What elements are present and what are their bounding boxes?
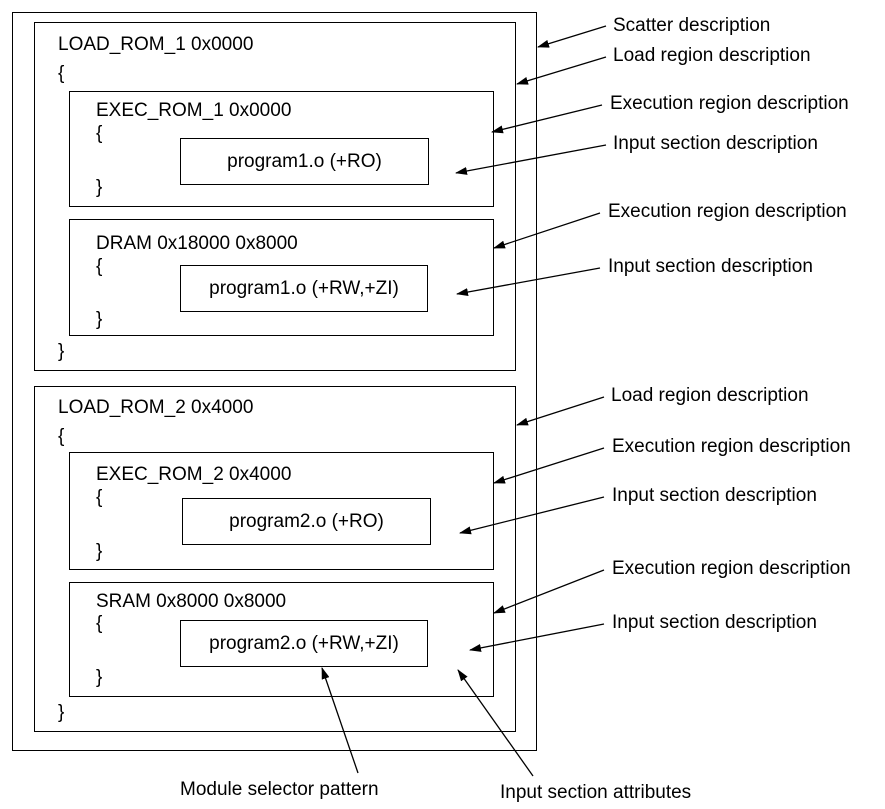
arrow-scatter-description	[537, 25, 607, 48]
label-input-section-1: Input section description	[613, 133, 818, 154]
load-region-box-1	[34, 22, 516, 371]
exec-region-header-4: SRAM 0x8000 0x8000	[96, 591, 287, 612]
scatter-description-box	[12, 12, 537, 751]
input-section-box-4: program2.o (+RW,+ZI)	[180, 620, 428, 667]
arrow-exec-region-2	[493, 212, 601, 249]
arrow-input-section-attributes	[457, 669, 534, 777]
exec-region-close-brace-2: }	[96, 309, 103, 330]
label-exec-region-3: Execution region description	[612, 436, 851, 457]
input-section-text-1: program1.o (+RO)	[227, 150, 382, 172]
arrow-load-region-1	[516, 56, 607, 85]
exec-region-header-1: EXEC_ROM_1 0x0000	[96, 100, 292, 121]
exec-region-header-3: EXEC_ROM_2 0x4000	[96, 464, 292, 485]
label-input-section-attributes: Input section attributes	[500, 782, 692, 803]
exec-region-box-3	[69, 452, 494, 570]
label-exec-region-1: Execution region description	[610, 93, 849, 114]
exec-region-open-brace-4: {	[96, 613, 103, 634]
label-exec-region-4: Execution region description	[612, 558, 851, 579]
input-section-box-2: program1.o (+RW,+ZI)	[180, 265, 428, 312]
exec-region-box-1	[69, 91, 494, 207]
exec-region-box-2	[69, 219, 494, 336]
label-input-section-2: Input section description	[608, 256, 813, 277]
label-input-section-4: Input section description	[612, 612, 817, 633]
arrow-exec-region-4	[493, 569, 605, 614]
label-exec-region-2: Execution region description	[608, 201, 847, 222]
load-region-header-2: LOAD_ROM_2 0x4000	[58, 397, 254, 418]
exec-region-close-brace-3: }	[96, 541, 103, 562]
exec-region-header-2: DRAM 0x18000 0x8000	[96, 233, 298, 254]
load-region-close-brace-1: }	[58, 341, 65, 362]
arrow-load-region-2	[516, 396, 605, 426]
input-section-text-4: program2.o (+RW,+ZI)	[209, 632, 399, 654]
load-region-open-brace-2: {	[58, 426, 65, 447]
exec-region-open-brace-3: {	[96, 487, 103, 508]
exec-region-close-brace-4: }	[96, 667, 103, 688]
load-region-header-1: LOAD_ROM_1 0x0000	[58, 34, 254, 55]
arrow-input-section-1	[455, 144, 607, 175]
label-module-selector-pattern: Module selector pattern	[180, 779, 379, 800]
exec-region-close-brace-1: }	[96, 177, 103, 198]
arrow-module-selector-pattern	[321, 667, 359, 774]
exec-region-open-brace-1: {	[96, 123, 103, 144]
arrow-input-section-2	[456, 267, 601, 296]
arrow-exec-region-1	[491, 104, 603, 134]
exec-region-box-4	[69, 582, 494, 697]
label-load-region-1: Load region description	[613, 45, 811, 66]
load-region-open-brace-1: {	[58, 63, 65, 84]
label-load-region-2: Load region description	[611, 385, 809, 406]
label-input-section-3: Input section description	[612, 485, 817, 506]
input-section-box-1: program1.o (+RO)	[180, 138, 429, 185]
arrow-exec-region-3	[493, 447, 605, 484]
arrow-input-section-3	[459, 496, 605, 535]
load-region-close-brace-2: }	[58, 702, 65, 723]
exec-region-open-brace-2: {	[96, 256, 103, 277]
input-section-box-3: program2.o (+RO)	[182, 498, 431, 545]
label-scatter-description: Scatter description	[613, 15, 771, 36]
input-section-text-2: program1.o (+RW,+ZI)	[209, 277, 399, 299]
load-region-box-2	[34, 386, 516, 732]
input-section-text-3: program2.o (+RO)	[229, 510, 384, 532]
arrow-input-section-4	[469, 623, 605, 652]
